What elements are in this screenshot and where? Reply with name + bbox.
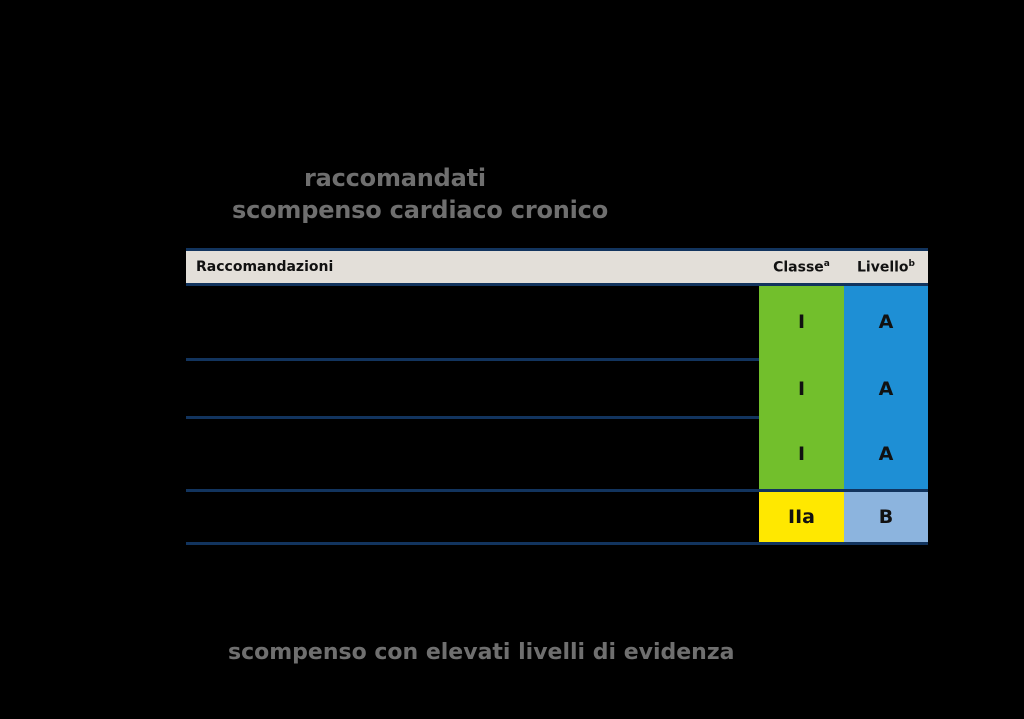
row-separator-class-fill xyxy=(759,358,844,361)
table-bottom-rule xyxy=(186,542,928,545)
slide-title-line-2: scompenso cardiaco cronico xyxy=(232,196,608,224)
column-header-level-label: Livello xyxy=(856,259,909,276)
table-row: IIa B xyxy=(186,492,928,542)
row-separator xyxy=(186,358,928,361)
slide-title: raccomandati scompenso cardiaco cronico xyxy=(186,162,928,226)
table-body: I A I A I A IIa B xyxy=(186,286,928,542)
slide-caption: scompenso con elevati livelli di evidenz… xyxy=(228,640,735,665)
cell-recommendation xyxy=(186,286,759,358)
cell-class: I xyxy=(759,419,844,489)
row-separator-class-fill xyxy=(759,416,844,419)
row-separator-line xyxy=(186,416,759,419)
table-header-row: Raccomandazioni Classea Livellob xyxy=(186,251,928,283)
column-header-class-footnote: a xyxy=(823,258,830,269)
table-top-rule xyxy=(186,248,928,251)
cell-level: A xyxy=(844,419,928,489)
cell-class: I xyxy=(759,361,844,416)
row-separator-line xyxy=(186,358,759,361)
column-header-level-footnote: b xyxy=(908,258,915,269)
cell-recommendation xyxy=(186,419,759,489)
cell-class: IIa xyxy=(759,492,844,542)
table-row: I A xyxy=(186,419,928,489)
cell-level: A xyxy=(844,286,928,358)
row-separator-level-fill xyxy=(844,416,928,419)
cell-recommendation xyxy=(186,361,759,416)
cell-class: I xyxy=(759,286,844,358)
cell-level: A xyxy=(844,361,928,416)
recommendations-table: Raccomandazioni Classea Livellob I A I A xyxy=(186,248,928,545)
row-separator xyxy=(186,416,928,419)
column-header-recommendations: Raccomandazioni xyxy=(196,259,334,275)
table-row: I A xyxy=(186,286,928,358)
column-header-level: Livellob xyxy=(844,259,928,276)
table-row: I A xyxy=(186,361,928,416)
slide-title-line-1: raccomandati xyxy=(304,164,486,192)
cell-recommendation xyxy=(186,492,759,542)
row-separator-level-fill xyxy=(844,358,928,361)
row-separator xyxy=(186,489,928,492)
cell-level: B xyxy=(844,492,928,542)
column-header-class-label: Classe xyxy=(773,259,824,276)
table-header-rule xyxy=(186,283,928,286)
column-header-class: Classea xyxy=(759,259,844,276)
